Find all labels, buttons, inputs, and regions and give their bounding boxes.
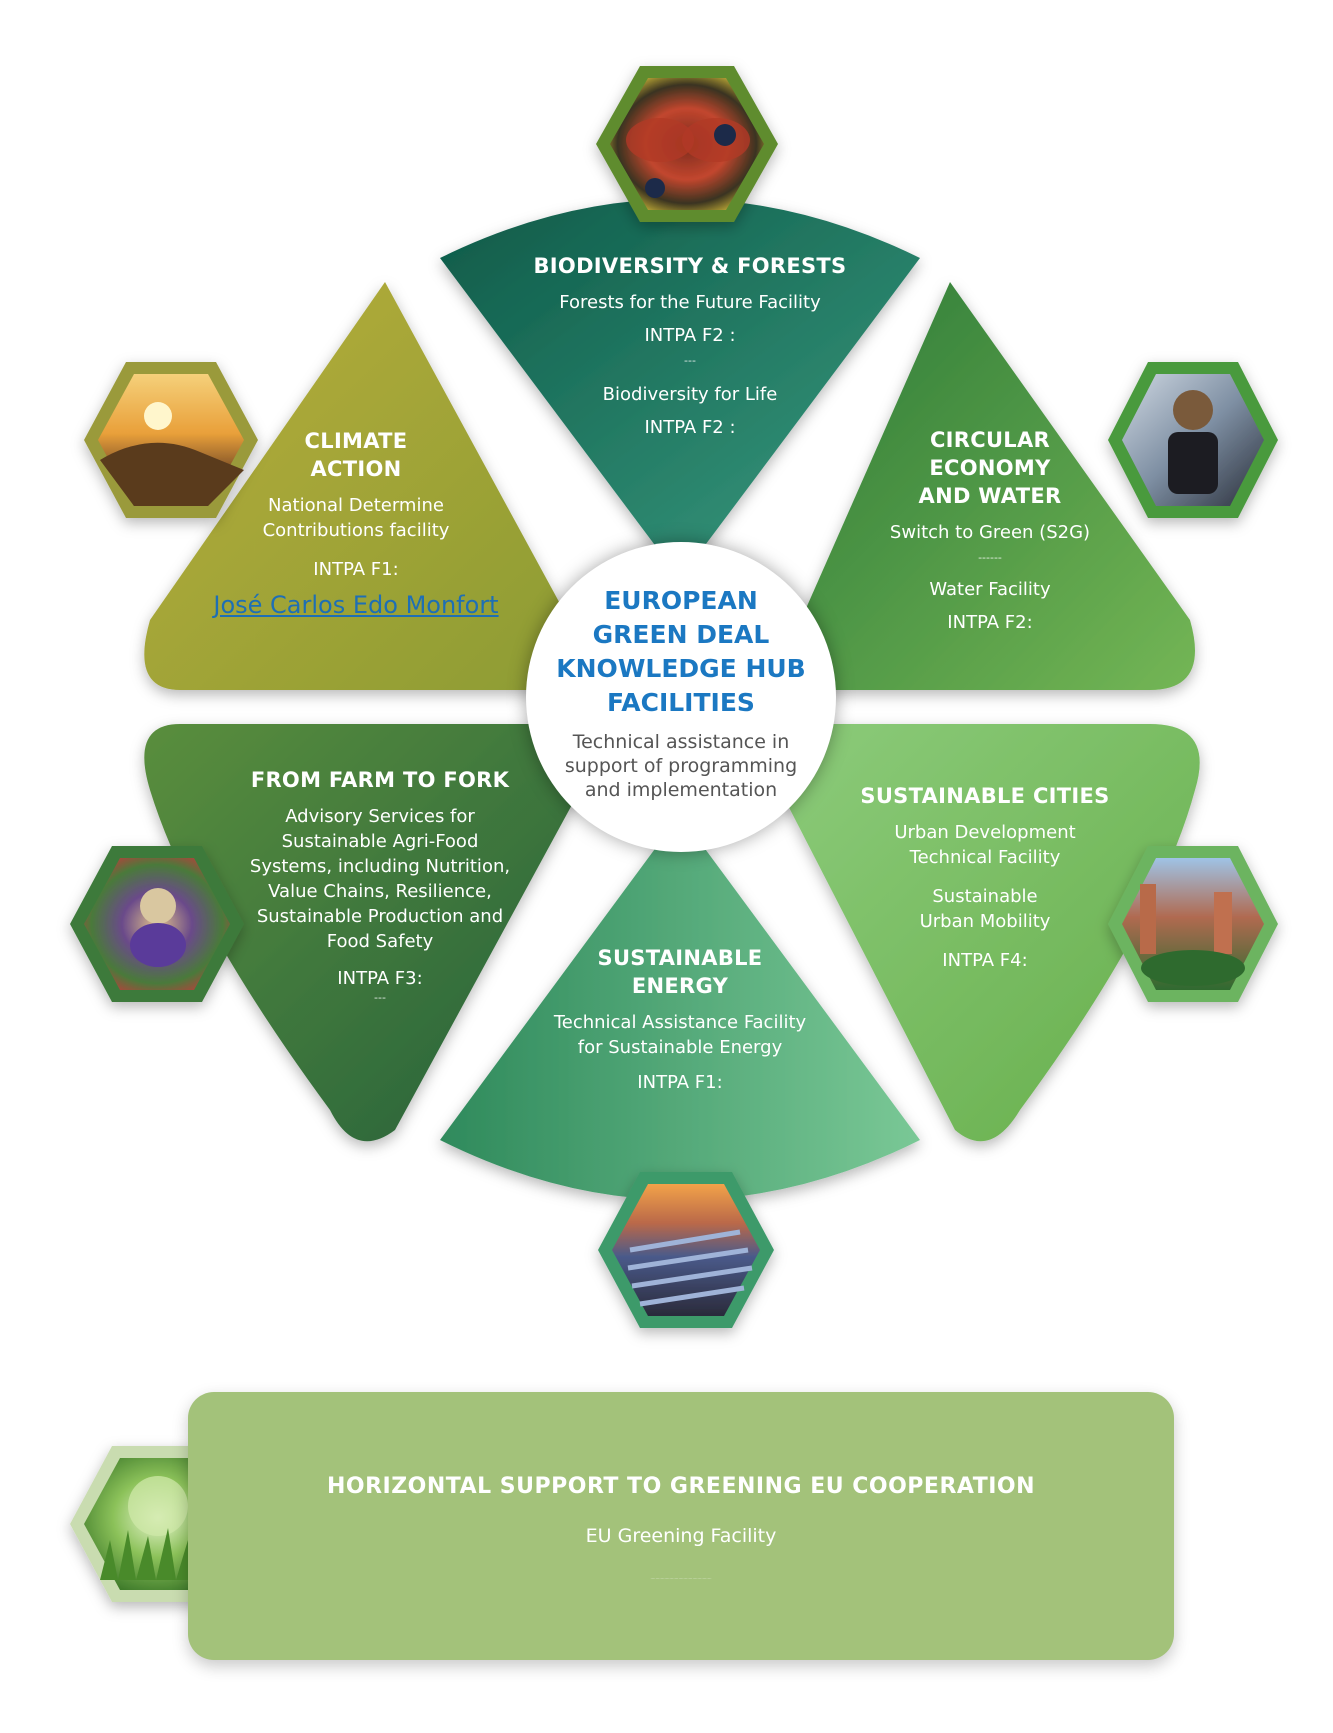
farm-section: FROM FARM TO FORK Advisory Services for … <box>225 766 535 1005</box>
forests-facility-label: Forests for the Future Facility <box>559 292 821 313</box>
butterfly-photo <box>596 66 778 222</box>
market-vendor-photo <box>70 846 244 1002</box>
energy-section: SUSTAINABLE ENERGY Technical Assistance … <box>515 944 845 1095</box>
farm-separator: --- <box>374 991 386 1004</box>
cities-code: INTPA F4: <box>942 950 1028 971</box>
agrifood-facility-label: Advisory Services for Sustainable Agri-F… <box>249 806 511 952</box>
energy-facility-label: Technical Assistance Facility for Sustai… <box>553 1012 807 1058</box>
urban-development-label: Urban Development Technical Facility <box>894 822 1076 868</box>
cities-section: SUSTAINABLE CITIES Urban Development Tec… <box>830 782 1140 973</box>
hub-center-circle: EUROPEAN GREEN DEAL KNOWLEDGE HUB FACILI… <box>526 542 836 852</box>
climate-title: CLIMATE ACTION <box>304 429 408 481</box>
urban-mobility-label: Sustainable Urban Mobility <box>919 886 1051 932</box>
forests-facility-code: INTPA F2 : <box>644 325 736 346</box>
hub-subtitle: Technical assistance in support of progr… <box>564 731 798 801</box>
circular-title: CIRCULAR ECONOMY AND WATER <box>918 428 1062 508</box>
farm-code: INTPA F3: <box>337 968 423 989</box>
recycling-worker-photo <box>1108 362 1278 518</box>
sunset-mountain-photo <box>84 362 258 518</box>
ndc-facility-label: National Determine Contributions facilit… <box>262 495 450 541</box>
petal-energy <box>440 842 920 1200</box>
climate-contact-link[interactable]: José Carlos Edo Monfort <box>213 591 499 619</box>
energy-code: INTPA F1: <box>637 1072 723 1093</box>
water-facility-label: Water Facility <box>929 579 1051 600</box>
horizontal-title: HORIZONTAL SUPPORT TO GREENING EU COOPER… <box>326 1474 1036 1499</box>
biodiversity-life-label: Biodiversity for Life <box>602 384 778 405</box>
solar-farm-photo <box>598 1172 774 1328</box>
farm-title: FROM FARM TO FORK <box>250 768 510 792</box>
energy-title: SUSTAINABLE ENERGY <box>597 946 763 998</box>
petal-biodiversity <box>440 199 920 552</box>
horizontal-support-box: HORIZONTAL SUPPORT TO GREENING EU COOPER… <box>188 1392 1174 1660</box>
biodiversity-section: BIODIVERSITY & FORESTS Forests for the F… <box>500 252 880 440</box>
greening-facility-label: EU Greening Facility <box>585 1525 777 1547</box>
cities-title: SUSTAINABLE CITIES <box>860 784 1110 808</box>
hub-title: EUROPEAN GREEN DEAL KNOWLEDGE HUB FACILI… <box>556 586 806 717</box>
circular-section: CIRCULAR ECONOMY AND WATER Switch to Gre… <box>850 426 1130 635</box>
petal-circular <box>800 282 1195 690</box>
circular-separator: ------ <box>978 551 1002 564</box>
biodiversity-life-code: INTPA F2 : <box>644 417 736 438</box>
greening-facility-detail: ........................................… <box>650 1575 712 1580</box>
circular-code: INTPA F2: <box>947 612 1033 633</box>
ndc-facility-code: INTPA F1: <box>313 559 399 580</box>
climate-section: CLIMATE ACTION National Determine Contri… <box>206 427 506 622</box>
petal-cities <box>780 724 1200 1142</box>
biodiversity-separator: --- <box>684 354 696 367</box>
biodiversity-title: BIODIVERSITY & FORESTS <box>533 254 847 278</box>
switch-to-green-label: Switch to Green (S2G) <box>889 522 1091 543</box>
petal-farm <box>144 724 581 1142</box>
city-skyline-photo <box>1108 846 1278 1002</box>
petal-climate <box>144 282 570 690</box>
